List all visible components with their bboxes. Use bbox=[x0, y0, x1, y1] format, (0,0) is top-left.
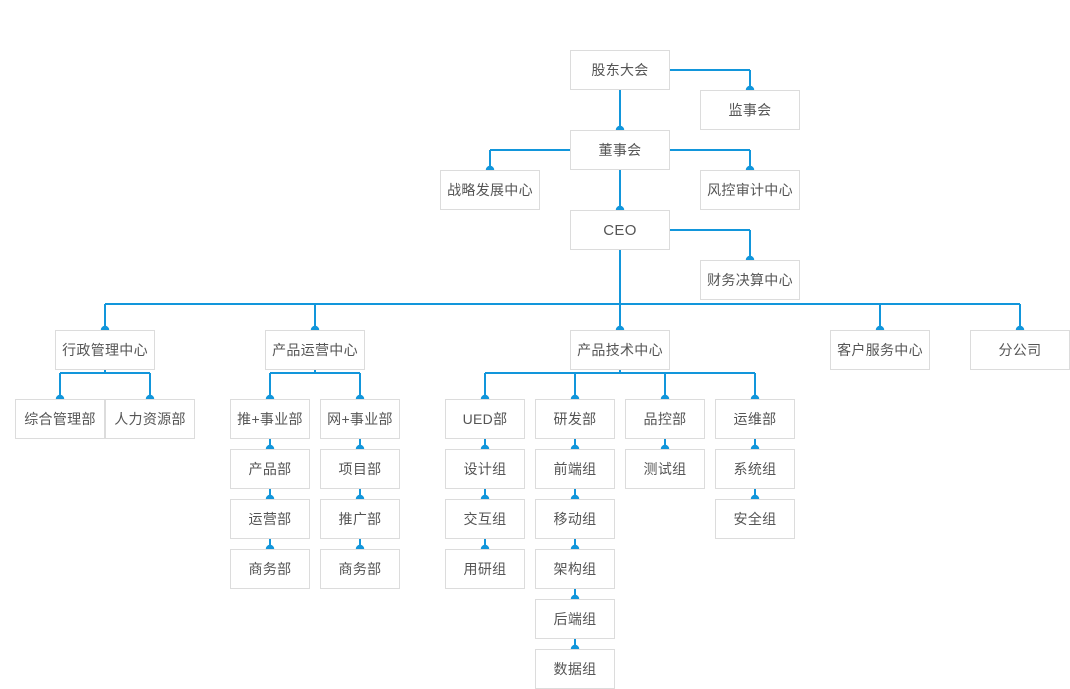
org-node-n13[interactable]: 综合管理部 bbox=[15, 399, 105, 439]
org-node-n24[interactable]: 研发部 bbox=[535, 399, 615, 439]
org-node-n12[interactable]: 分公司 bbox=[970, 330, 1070, 370]
org-node-label: 推广部 bbox=[338, 511, 382, 527]
org-node-label: 监事会 bbox=[728, 102, 772, 118]
org-node-n20[interactable]: 推广部 bbox=[320, 499, 400, 539]
org-node-label: 风控审计中心 bbox=[707, 182, 793, 198]
org-node-n16[interactable]: 网+事业部 bbox=[320, 399, 400, 439]
org-node-n4[interactable]: 战略发展中心 bbox=[440, 170, 540, 210]
org-node-label: 推+事业部 bbox=[237, 411, 303, 427]
org-node-label: 分公司 bbox=[998, 342, 1042, 358]
org-node-label: 股东大会 bbox=[591, 62, 649, 78]
org-node-n21[interactable]: 商务部 bbox=[230, 549, 310, 589]
org-node-label: 产品部 bbox=[248, 461, 292, 477]
org-node-label: 系统组 bbox=[733, 461, 777, 477]
org-node-n33[interactable]: 安全组 bbox=[715, 499, 795, 539]
org-node-label: 后端组 bbox=[553, 611, 597, 627]
org-node-label: 设计组 bbox=[463, 461, 507, 477]
org-node-label: 运维部 bbox=[733, 411, 777, 427]
org-node-label: 产品运营中心 bbox=[272, 342, 358, 358]
org-node-label: 安全组 bbox=[733, 511, 777, 527]
org-node-label: 综合管理部 bbox=[24, 411, 96, 427]
org-node-n29[interactable]: 测试组 bbox=[625, 449, 705, 489]
org-node-label: 商务部 bbox=[338, 561, 382, 577]
org-node-n22[interactable]: 商务部 bbox=[320, 549, 400, 589]
org-node-n15[interactable]: 推+事业部 bbox=[230, 399, 310, 439]
org-node-n11[interactable]: 客户服务中心 bbox=[830, 330, 930, 370]
org-node-n30[interactable]: 系统组 bbox=[715, 449, 795, 489]
org-node-n25[interactable]: 品控部 bbox=[625, 399, 705, 439]
org-node-label: 战略发展中心 bbox=[447, 182, 533, 198]
org-node-n5[interactable]: 风控审计中心 bbox=[700, 170, 800, 210]
org-node-n27[interactable]: 设计组 bbox=[445, 449, 525, 489]
org-node-label: 行政管理中心 bbox=[62, 342, 148, 358]
org-node-n34[interactable]: 用研组 bbox=[445, 549, 525, 589]
org-node-label: 用研组 bbox=[463, 561, 507, 577]
org-node-n1[interactable]: 股东大会 bbox=[570, 50, 670, 90]
org-node-n31[interactable]: 交互组 bbox=[445, 499, 525, 539]
org-node-n17[interactable]: 产品部 bbox=[230, 449, 310, 489]
org-node-n14[interactable]: 人力资源部 bbox=[105, 399, 195, 439]
org-node-label: 品控部 bbox=[643, 411, 687, 427]
org-node-n2[interactable]: 监事会 bbox=[700, 90, 800, 130]
org-node-n8[interactable]: 行政管理中心 bbox=[55, 330, 155, 370]
org-node-n10[interactable]: 产品技术中心 bbox=[570, 330, 670, 370]
org-node-n6[interactable]: CEO bbox=[570, 210, 670, 250]
org-node-n36[interactable]: 后端组 bbox=[535, 599, 615, 639]
org-node-label: CEO bbox=[603, 221, 637, 239]
org-node-label: 架构组 bbox=[553, 561, 597, 577]
org-node-label: 交互组 bbox=[463, 511, 507, 527]
org-node-n9[interactable]: 产品运营中心 bbox=[265, 330, 365, 370]
org-node-n37[interactable]: 数据组 bbox=[535, 649, 615, 689]
org-node-label: 测试组 bbox=[643, 461, 687, 477]
org-node-n28[interactable]: 前端组 bbox=[535, 449, 615, 489]
org-node-n23[interactable]: UED部 bbox=[445, 399, 525, 439]
org-node-label: 前端组 bbox=[553, 461, 597, 477]
org-node-n3[interactable]: 董事会 bbox=[570, 130, 670, 170]
org-node-label: 董事会 bbox=[598, 142, 642, 158]
org-node-n35[interactable]: 架构组 bbox=[535, 549, 615, 589]
org-node-n7[interactable]: 财务决算中心 bbox=[700, 260, 800, 300]
org-node-label: 客户服务中心 bbox=[837, 342, 923, 358]
org-node-label: 移动组 bbox=[553, 511, 597, 527]
org-node-n26[interactable]: 运维部 bbox=[715, 399, 795, 439]
org-node-n32[interactable]: 移动组 bbox=[535, 499, 615, 539]
org-node-label: 财务决算中心 bbox=[707, 272, 793, 288]
org-node-n19[interactable]: 运营部 bbox=[230, 499, 310, 539]
org-node-label: UED部 bbox=[462, 411, 508, 427]
org-node-n18[interactable]: 项目部 bbox=[320, 449, 400, 489]
org-node-label: 人力资源部 bbox=[114, 411, 186, 427]
org-node-label: 产品技术中心 bbox=[577, 342, 663, 358]
org-node-label: 运营部 bbox=[248, 511, 292, 527]
org-node-label: 项目部 bbox=[338, 461, 382, 477]
org-node-label: 网+事业部 bbox=[327, 411, 393, 427]
org-node-label: 数据组 bbox=[553, 661, 597, 677]
org-node-label: 研发部 bbox=[553, 411, 597, 427]
org-node-label: 商务部 bbox=[248, 561, 292, 577]
